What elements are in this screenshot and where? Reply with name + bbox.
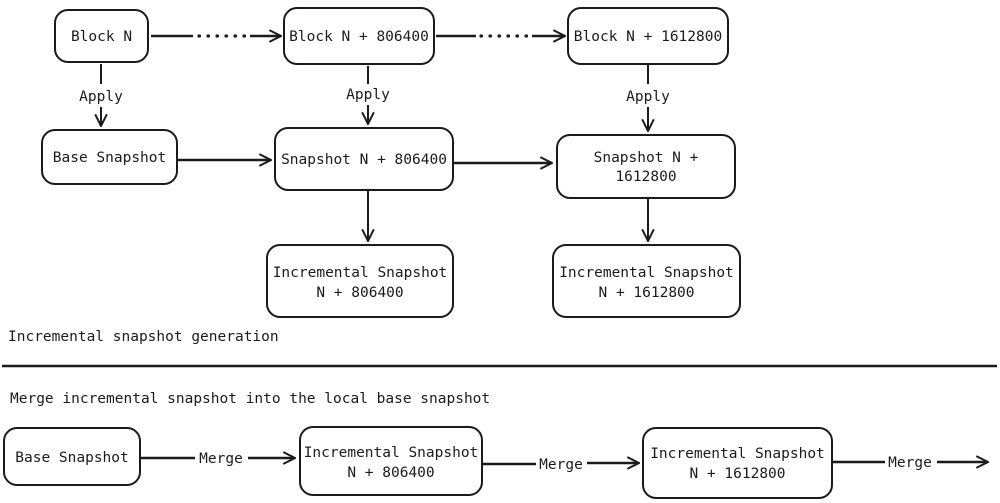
node-block-1612800-label: Block N + 1612800 bbox=[574, 29, 722, 45]
node-base-snapshot: Base Snapshot bbox=[41, 129, 178, 185]
edge-apply-3: Apply bbox=[626, 64, 670, 131]
node-merge-base-snapshot: Base Snapshot bbox=[3, 427, 141, 486]
apply-label-2: Apply bbox=[346, 87, 390, 103]
edge-merge-1: Merge bbox=[141, 451, 295, 467]
node-incremental-1612800-label-line2: N + 1612800 bbox=[598, 285, 694, 301]
merge-label-2: Merge bbox=[539, 457, 583, 473]
node-snapshot-1612800-label-line2: 1612800 bbox=[615, 169, 676, 185]
node-block-806400: Block N + 806400 bbox=[283, 7, 435, 65]
node-block-806400-label: Block N + 806400 bbox=[289, 29, 429, 45]
merge-label-1: Merge bbox=[199, 451, 243, 467]
node-merge-incremental-1612800-label-line2: N + 1612800 bbox=[689, 466, 785, 482]
edge-apply-2: Apply bbox=[346, 66, 390, 124]
node-block-n: Block N bbox=[54, 9, 149, 63]
node-merge-incremental-1612800: Incremental Snapshot N + 1612800 bbox=[642, 427, 833, 499]
node-merge-base-snapshot-label: Base Snapshot bbox=[15, 450, 129, 466]
node-snapshot-1612800: Snapshot N + 1612800 bbox=[556, 134, 736, 199]
node-incremental-1612800-label-line1: Incremental Snapshot bbox=[559, 265, 734, 281]
node-incremental-806400: Incremental Snapshot N + 806400 bbox=[266, 244, 454, 318]
merge-label-3: Merge bbox=[888, 455, 932, 471]
node-merge-incremental-806400-label-line1: Incremental Snapshot bbox=[304, 445, 479, 461]
node-merge-incremental-1612800-label-line1: Incremental Snapshot bbox=[650, 446, 825, 462]
generation-section-label: Incremental snapshot generation bbox=[8, 329, 279, 345]
node-block-1612800: Block N + 1612800 bbox=[567, 7, 729, 65]
node-snapshot-1612800-label-line1: Snapshot N + bbox=[594, 150, 699, 166]
node-incremental-806400-label-line2: N + 806400 bbox=[316, 285, 403, 301]
node-merge-incremental-806400-label-line2: N + 806400 bbox=[347, 465, 434, 481]
node-block-n-label: Block N bbox=[71, 29, 132, 45]
node-base-snapshot-label: Base Snapshot bbox=[53, 150, 167, 166]
apply-label-1: Apply bbox=[79, 89, 123, 105]
edge-merge-3: Merge bbox=[833, 455, 988, 471]
edge-merge-2: Merge bbox=[483, 457, 639, 473]
merge-section-label: Merge incremental snapshot into the loca… bbox=[10, 391, 490, 407]
node-snapshot-806400: Snapshot N + 806400 bbox=[274, 127, 454, 191]
edge-apply-1: Apply bbox=[79, 64, 123, 126]
node-incremental-806400-label-line1: Incremental Snapshot bbox=[273, 265, 448, 281]
apply-label-3: Apply bbox=[626, 89, 670, 105]
node-incremental-1612800: Incremental Snapshot N + 1612800 bbox=[552, 244, 741, 318]
node-merge-incremental-806400: Incremental Snapshot N + 806400 bbox=[299, 426, 483, 496]
node-snapshot-806400-label: Snapshot N + 806400 bbox=[281, 152, 447, 168]
